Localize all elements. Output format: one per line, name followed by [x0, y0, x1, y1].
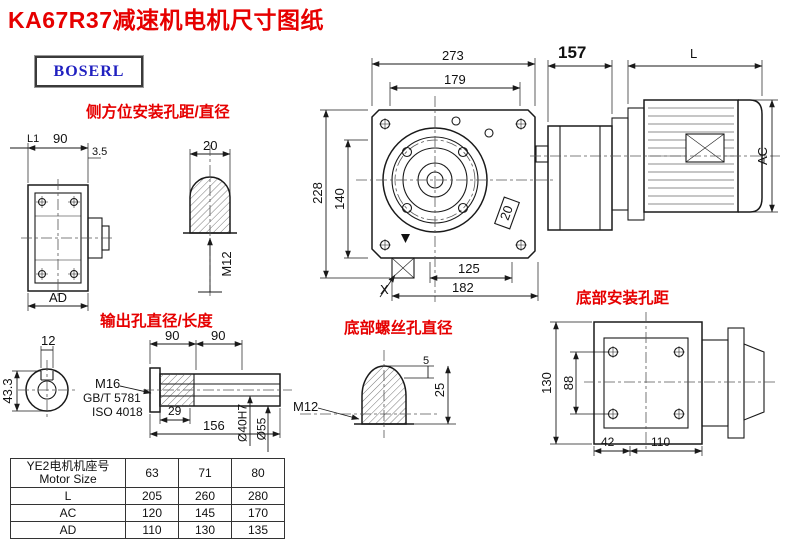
cell-AC-80: 170: [231, 504, 285, 522]
label-output: 输出孔直径/长度: [100, 313, 213, 330]
table-header-motor-size: YE2电机机座号 Motor Size: [10, 458, 126, 488]
table-col-63: 63: [125, 458, 179, 488]
row-label-AD: AD: [10, 521, 126, 539]
dim-dia-55: Ø55: [254, 417, 269, 441]
dim-42: 42: [601, 435, 615, 449]
cell-AC-63: 120: [125, 504, 179, 522]
table-row-AD: AD 110 130 135: [10, 521, 285, 539]
dim-182: 182: [452, 280, 474, 295]
dim-157: 157: [558, 43, 587, 62]
dim-228: 228: [309, 182, 325, 204]
dim-bore-40: Ø40H7: [235, 403, 250, 443]
table-col-80: 80: [231, 458, 285, 488]
table-header-row: YE2电机机座号 Motor Size 63 71 80: [10, 458, 285, 488]
table-row-AC: AC 120 145 170: [10, 504, 285, 522]
dim-25: 25: [431, 382, 447, 398]
cell-AD-80: 135: [231, 521, 285, 539]
surface-finish-mark: [401, 234, 410, 243]
main-front-view: [320, 58, 553, 302]
dim-AD: AD: [49, 290, 68, 305]
page-title: KA67R37减速机电机尺寸图纸: [8, 7, 324, 33]
dim-M12-bottom: M12: [293, 399, 319, 414]
dim-L1: L1: [27, 133, 40, 145]
side-mount-bolt-holes: [36, 196, 80, 280]
cell-L-80: 280: [231, 487, 285, 505]
dim-M16: M16: [95, 376, 121, 391]
output-shaft-block: [379, 257, 415, 298]
table-header-cn: YE2电机机座号: [26, 459, 110, 473]
dim-273: 273: [442, 48, 464, 63]
std-iso: ISO 4018: [92, 405, 143, 419]
dim-3-5: 3.5: [92, 146, 108, 158]
dim-12: 12: [41, 333, 56, 348]
dim-90b: 90: [211, 328, 226, 343]
side-hole-profile: [183, 145, 237, 299]
dim-90a: 90: [165, 328, 180, 343]
dim-140: 140: [331, 188, 347, 210]
dim-20-hole: 20: [203, 138, 218, 153]
output-shaft-view: [12, 340, 292, 452]
motor-frame-size-table: YE2电机机座号 Motor Size 63 71 80 L 205 260 2…: [10, 458, 285, 539]
dim-179: 179: [444, 72, 466, 87]
dim-M12-side: M12: [218, 251, 234, 277]
dim-29: 29: [168, 404, 182, 418]
label-bottom-mount: 底部安装孔距: [576, 290, 670, 307]
housing-mount-holes: [379, 116, 527, 251]
row-label-L: L: [10, 487, 126, 505]
dim-130: 130: [538, 372, 554, 394]
dim-90-side: 90: [53, 131, 68, 146]
cell-L-71: 260: [178, 487, 232, 505]
cell-AD-71: 130: [178, 521, 232, 539]
table-row-L: L 205 260 280: [10, 487, 285, 505]
dim-5: 5: [423, 355, 430, 367]
fan-cover: [738, 99, 763, 213]
key-tag-box: [493, 196, 521, 230]
bottom-screw-profile: [300, 350, 456, 438]
bottom-mount-bolt-holes: [607, 346, 685, 420]
motor-side-view: [530, 60, 780, 231]
label-x-mark: X: [380, 282, 389, 297]
table-header-en: Motor Size: [39, 472, 97, 486]
brand-logo-text: BOSERL: [53, 62, 125, 80]
bottom-mount-view: [550, 312, 776, 456]
label-side-mount: 侧方位安装孔距/直径: [86, 104, 230, 121]
cell-AC-71: 145: [178, 504, 232, 522]
dim-110: 110: [651, 435, 671, 449]
table-col-71: 71: [178, 458, 232, 488]
cell-AD-63: 110: [125, 521, 179, 539]
dim-L: L: [690, 46, 698, 61]
terminal-box: [685, 133, 725, 163]
cell-L-63: 205: [125, 487, 179, 505]
side-mount-top-view: [10, 143, 112, 311]
brand-logo: BOSERL: [34, 55, 144, 88]
std-gb: GB/T 5781: [83, 391, 141, 405]
row-label-AC: AC: [10, 504, 126, 522]
dim-88: 88: [560, 375, 576, 391]
dim-AC: AC: [754, 146, 770, 166]
dim-125: 125: [458, 261, 480, 276]
dim-43-3: 43.3: [0, 378, 15, 404]
dim-156: 156: [203, 418, 225, 433]
label-bottom-screw: 底部螺丝孔直径: [344, 320, 453, 337]
